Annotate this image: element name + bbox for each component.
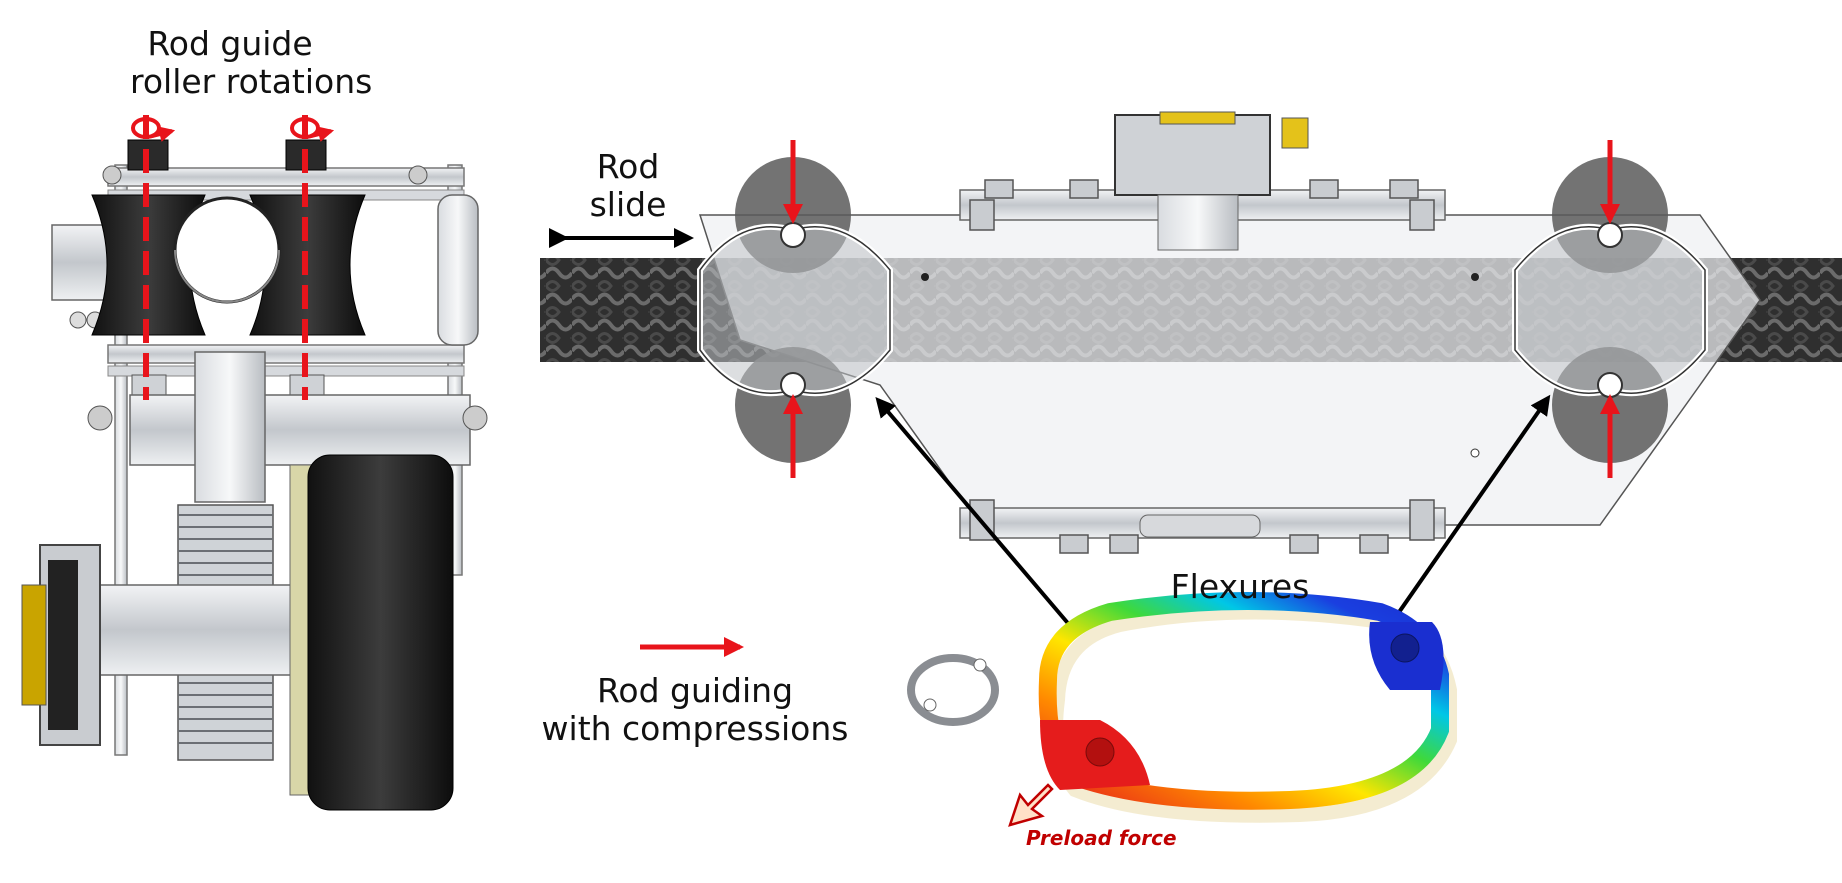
drive-wheel — [307, 454, 454, 811]
pivot-hole — [1597, 222, 1623, 248]
roller-rotations-label: Rod guide roller rotations — [130, 24, 373, 101]
flexure-ring — [1512, 223, 1708, 397]
screw-head — [69, 311, 87, 329]
hollow-arrow-icon — [1008, 783, 1054, 827]
flexure-pointers — [875, 394, 1551, 630]
flexure-ring-outline — [1514, 226, 1706, 394]
rod-slide-line2: slide — [589, 185, 667, 224]
roller-rotations-line1: Rod guide — [147, 24, 313, 63]
rod-cross-section-shade — [174, 249, 280, 303]
lower-pulley — [1139, 514, 1261, 538]
rod-slide-label: Rod slide — [578, 148, 678, 224]
hole — [1470, 448, 1480, 458]
motor-top-cap — [1159, 111, 1236, 125]
legend-line2: with compressions — [541, 709, 849, 748]
pivot-hole — [1597, 372, 1623, 398]
motor-shaft — [1157, 194, 1239, 251]
bracket-nuts — [969, 179, 1435, 554]
rotation-arrow-icon — [290, 117, 335, 142]
pivot-hole — [780, 372, 806, 398]
small-flexure-part — [907, 654, 999, 726]
flexure-ring — [697, 223, 893, 397]
pulley-post — [194, 351, 266, 503]
flexure-deformation-plot — [1038, 592, 1457, 823]
nut — [102, 165, 122, 185]
bottom-bracket — [107, 344, 465, 364]
nut — [87, 405, 113, 431]
tab-hole — [1085, 737, 1115, 767]
rod-slide-line1: Rod — [596, 147, 660, 186]
hole — [1471, 273, 1479, 281]
roller-rotations-line2: roller rotations — [130, 62, 373, 101]
flexure-ghost — [1049, 605, 1457, 823]
flexure-ring-outline — [699, 226, 891, 394]
legend-line1: Rod guiding — [596, 671, 794, 710]
tab-hole — [1390, 633, 1420, 663]
nut — [462, 405, 488, 431]
side-view-assembly — [21, 139, 488, 811]
legend-label: Rod guiding with compressions — [530, 672, 860, 748]
motor-cap — [21, 584, 47, 706]
drive-shaft — [99, 584, 301, 676]
pivot-hole — [780, 222, 806, 248]
motor-top — [1114, 114, 1271, 196]
hole — [921, 273, 929, 281]
motor-core — [48, 560, 78, 730]
compression-arrows — [783, 140, 1620, 478]
roller-rotation-indicators — [131, 115, 335, 400]
rotation-arrow-icon — [131, 117, 176, 142]
bottom-bracket — [107, 365, 465, 377]
preload-force-label: Preload force — [1026, 826, 1177, 850]
top-view-assembly — [540, 111, 1842, 554]
right-hub — [437, 194, 479, 346]
nut — [408, 165, 428, 185]
flexures-label: Flexures — [1170, 567, 1310, 606]
motor-top-tab — [1281, 117, 1309, 149]
